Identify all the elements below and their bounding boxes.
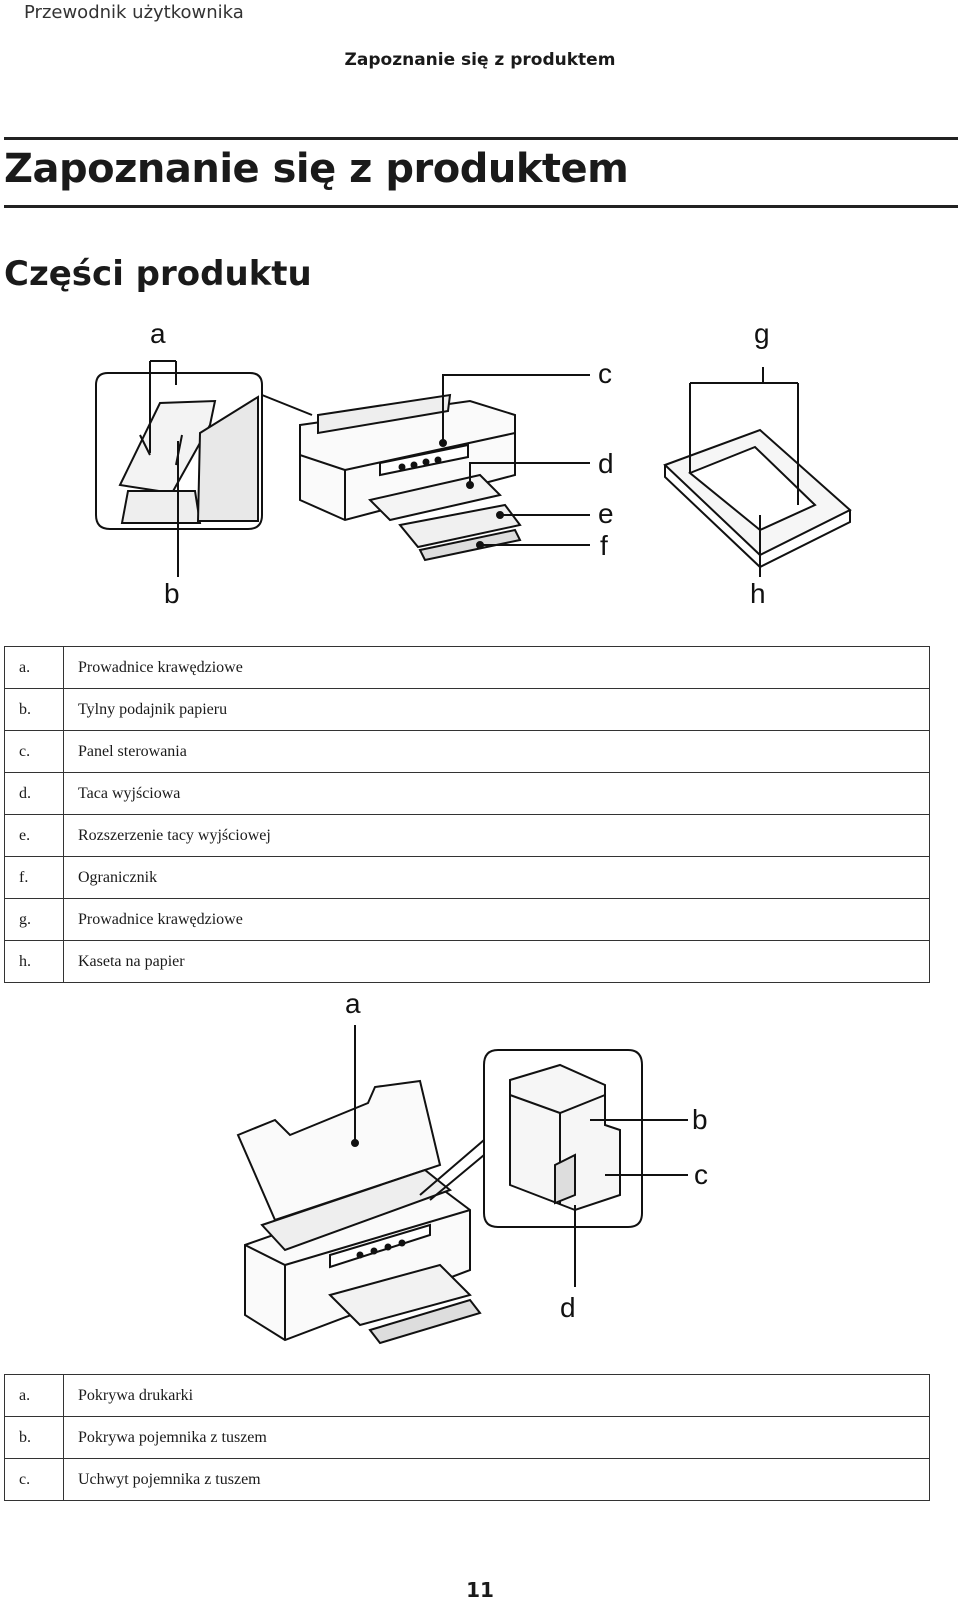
title-rule-top	[4, 137, 958, 140]
page-number: 11	[466, 1578, 494, 1602]
table-row: e. Rozszerzenie tacy wyjściowej	[4, 814, 930, 857]
callout-d: d	[598, 448, 614, 479]
running-section-title: Zapoznanie się z produktem	[344, 50, 616, 70]
row-letter: a.	[4, 646, 64, 689]
table-row: f. Ogranicznik	[4, 856, 930, 899]
row-label: Taca wyjściowa	[63, 772, 930, 815]
callout-g: g	[754, 318, 770, 349]
callout-b: b	[692, 1104, 708, 1135]
row-letter: b.	[4, 1416, 64, 1459]
row-letter: b.	[4, 688, 64, 731]
row-label: Panel sterowania	[63, 730, 930, 773]
row-label: Uchwyt pojemnika z tuszem	[63, 1458, 930, 1501]
table-row: d. Taca wyjściowa	[4, 772, 930, 815]
parts-table-2: a. Pokrywa drukarki b. Pokrywa pojemnika…	[4, 1374, 930, 1501]
callout-d: d	[560, 1292, 576, 1323]
rear-feeder-detail-bubble	[95, 372, 263, 530]
table-row: b. Tylny podajnik papieru	[4, 688, 930, 731]
callout-e: e	[598, 498, 614, 529]
row-label: Kaseta na papier	[63, 940, 930, 983]
callout-f: f	[600, 530, 608, 561]
row-label: Prowadnice krawędziowe	[63, 898, 930, 941]
printer-parts-figure: a b c d e f g h	[95, 318, 852, 609]
table-row: g. Prowadnice krawędziowe	[4, 898, 930, 941]
table-row: b. Pokrywa pojemnika z tuszem	[4, 1416, 930, 1459]
row-letter: g.	[4, 898, 64, 941]
callout-h: h	[750, 578, 766, 609]
row-label: Prowadnice krawędziowe	[63, 646, 930, 689]
row-letter: a.	[4, 1374, 64, 1417]
section-title: Części produktu	[4, 254, 312, 294]
callout-c: c	[598, 358, 612, 389]
row-letter: c.	[4, 1458, 64, 1501]
row-label: Pokrywa pojemnika z tuszem	[63, 1416, 930, 1459]
row-label: Tylny podajnik papieru	[63, 688, 930, 731]
title-rule-bottom	[4, 205, 958, 208]
table-row: a. Prowadnice krawędziowe	[4, 646, 930, 689]
row-label: Ogranicznik	[63, 856, 930, 899]
row-letter: h.	[4, 940, 64, 983]
parts-table-1: a. Prowadnice krawędziowe b. Tylny podaj…	[4, 646, 930, 983]
row-letter: c.	[4, 730, 64, 773]
cartridge-detail-bubble	[483, 1049, 643, 1228]
callout-a: a	[345, 995, 361, 1019]
callout-b: b	[164, 578, 180, 609]
ink-cartridge-figure: a b c d	[236, 995, 708, 1345]
row-label: Rozszerzenie tacy wyjściowej	[63, 814, 930, 857]
row-letter: d.	[4, 772, 64, 815]
page-title: Zapoznanie się z produktem	[4, 146, 629, 192]
callout-c: c	[694, 1159, 708, 1190]
row-letter: f.	[4, 856, 64, 899]
table-row: c. Uchwyt pojemnika z tuszem	[4, 1458, 930, 1501]
callout-a: a	[150, 318, 166, 349]
table-row: a. Pokrywa drukarki	[4, 1374, 930, 1417]
table-row: c. Panel sterowania	[4, 730, 930, 773]
table-row: h. Kaseta na papier	[4, 940, 930, 983]
row-label: Pokrywa drukarki	[63, 1374, 930, 1417]
running-head: Przewodnik użytkownika	[24, 2, 244, 23]
row-letter: e.	[4, 814, 64, 857]
